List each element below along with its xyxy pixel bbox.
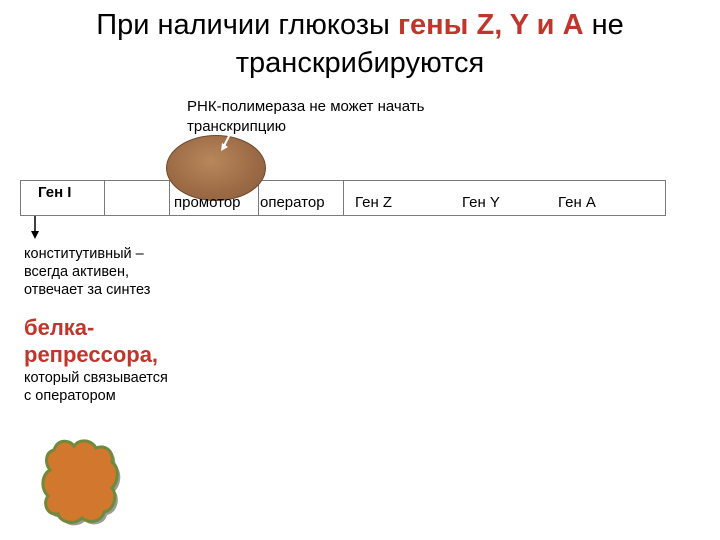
repressor-protein-shape xyxy=(41,439,121,526)
bar-separator xyxy=(104,181,105,215)
desc-line1: конститутивный – xyxy=(24,246,144,262)
desc-highlight: белка- репрессора, xyxy=(24,314,158,368)
operon-bar xyxy=(20,180,666,216)
title-part2: не xyxy=(583,9,624,41)
bar-separator xyxy=(343,181,344,215)
rna-polymerase-label-line2: транскрипцию xyxy=(187,118,286,135)
desc-line4: который связывается xyxy=(24,370,168,386)
promoter-label: промотор xyxy=(174,194,241,211)
rna-polymerase-label-line1: РНК-полимераза не может начать xyxy=(187,98,425,115)
rnap-pointer-arrowhead xyxy=(221,143,228,151)
desc-line2: всегда активен, xyxy=(24,264,129,280)
desc-highlight-line2: репрессора, xyxy=(24,342,159,367)
gene-i-label: Ген I xyxy=(38,184,72,201)
gene-a-label: Ген A xyxy=(558,194,596,211)
bar-separator xyxy=(169,181,170,215)
title-highlight: гены Z, Y и A xyxy=(397,9,584,41)
rna-polymerase-label: РНК-полимераза не может начать транскрип… xyxy=(187,97,497,137)
desc-line5: с оператором xyxy=(24,388,116,404)
gene-y-label: Ген Y xyxy=(462,194,500,211)
desc-line3: отвечает за синтез xyxy=(24,282,151,298)
rna-polymerase-shape xyxy=(166,135,266,201)
slide-title: При наличии глюкозы гены Z, Y и A не тра… xyxy=(40,6,680,82)
bar-separator xyxy=(258,181,259,215)
gene-z-label: Ген Z xyxy=(355,194,393,211)
title-line2: транскрибируются xyxy=(235,47,485,79)
rnap-pointer-arrow xyxy=(223,129,233,147)
gene-i-arrowhead xyxy=(31,231,39,239)
desc-highlight-line1: белка- xyxy=(24,315,95,340)
operator-label: оператор xyxy=(260,194,325,211)
title-part1: При наличии глюкозы xyxy=(96,9,398,41)
